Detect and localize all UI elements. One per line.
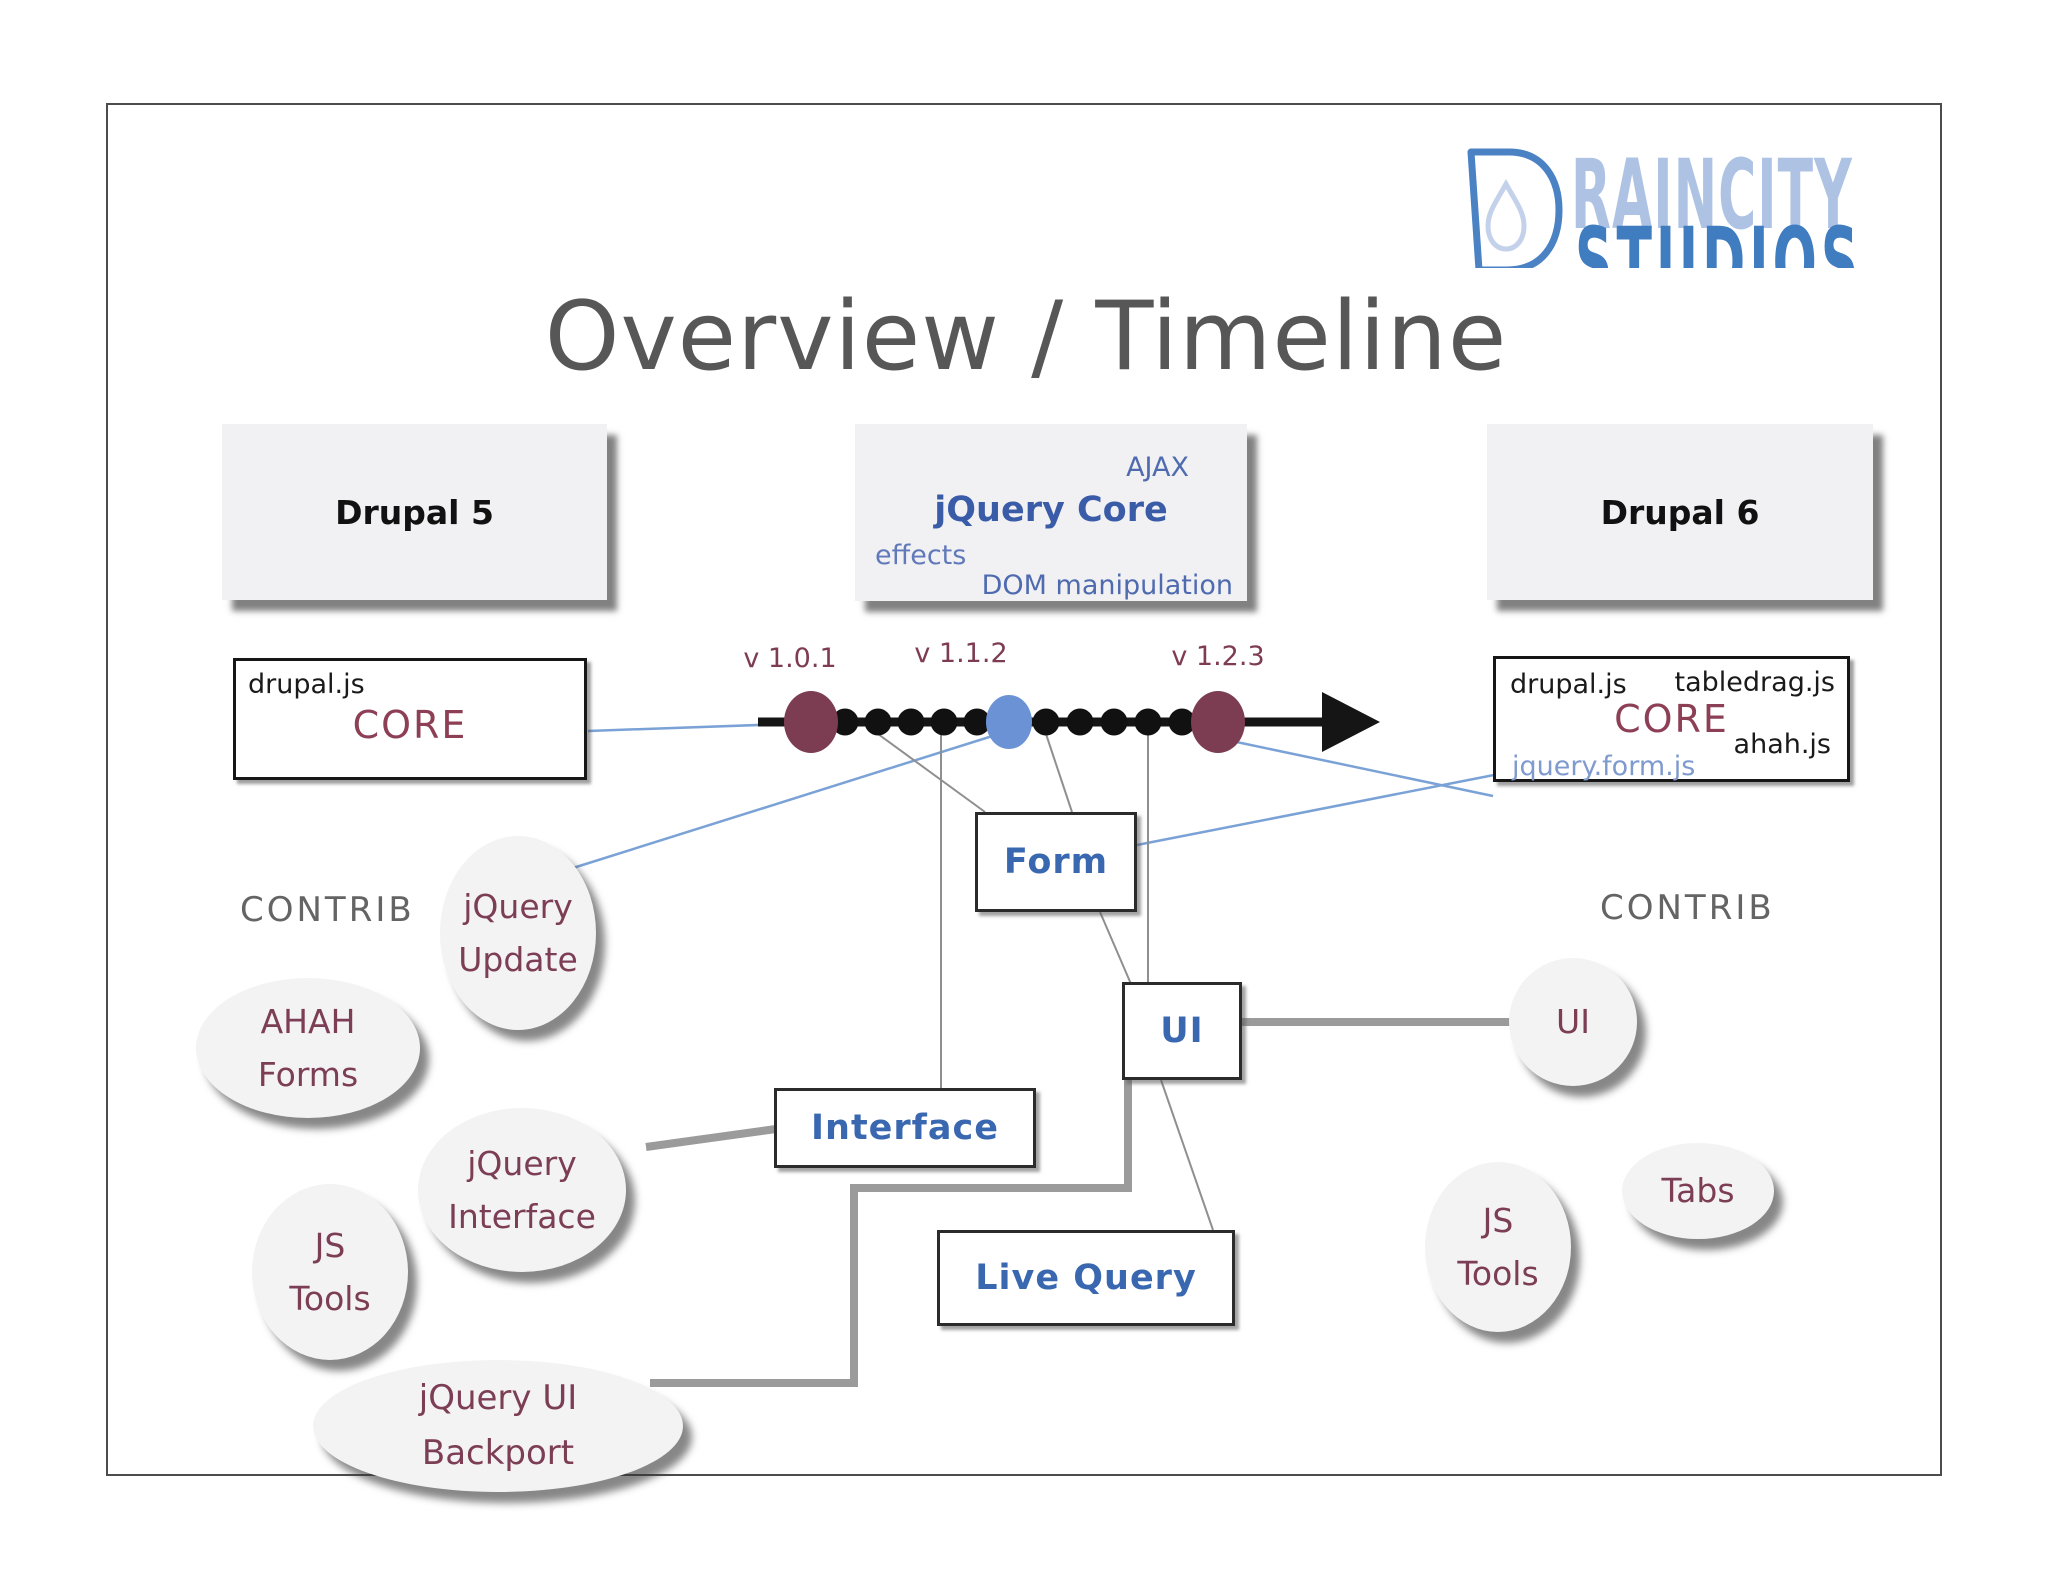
ahah-forms-ellipse: AHAH Forms [196, 978, 420, 1118]
ellipse-label-line: Tools [289, 1279, 371, 1318]
core-right-label: CORE [1614, 697, 1729, 741]
ellipse-label-line: UI [1556, 1002, 1590, 1042]
ellipse-label-line: JS [314, 1225, 346, 1265]
drupal5-label: Drupal 5 [335, 492, 494, 532]
core-left-label: CORE [352, 703, 468, 747]
jquery-ui-backport-ellipse: jQuery UI Backport [313, 1360, 683, 1492]
drupal6-label: Drupal 6 [1600, 492, 1760, 532]
jquery-interface-ellipse: jQuery Interface [418, 1108, 626, 1272]
ellipse-label-line: Interface [448, 1197, 596, 1236]
ellipse-label-line: Tools [1457, 1254, 1539, 1293]
drupal5-box: Drupal 5 [222, 424, 607, 600]
logo-studios-text: STUDIOS [1575, 208, 1862, 268]
logo-raincity-text: RAINCITY [1571, 146, 1853, 252]
raincity-studios-logo: RAINCITY STUDIOS [1443, 146, 1913, 268]
ellipse-label-line: jQuery [463, 886, 573, 926]
core-left-box: drupal.js CORE [233, 658, 587, 780]
core-right-box: drupal.js tabledrag.js CORE ahah.js jque… [1493, 656, 1850, 782]
page-title: Overview / Timeline [544, 282, 1508, 392]
jquery-form-js-label: jquery.form.js [1512, 751, 1696, 782]
version-label-1-2-3: v 1.2.3 [1171, 641, 1265, 672]
ellipse-label-line: AHAH [260, 1001, 356, 1041]
dom-manipulation-label: DOM manipulation [981, 570, 1233, 601]
drupal-js-label: drupal.js [248, 669, 365, 700]
jquery-core-label: jQuery Core [934, 490, 1168, 530]
contrib-label-left: CONTRIB [240, 890, 415, 930]
ajax-label: AJAX [1126, 452, 1189, 483]
js-tools-right-ellipse: JS Tools [1425, 1162, 1571, 1332]
version-label-1-0-1: v 1.0.1 [743, 643, 837, 674]
interface-box: Interface [774, 1088, 1036, 1168]
ellipse-label-line: Backport [421, 1433, 575, 1473]
tabs-ellipse: Tabs [1622, 1143, 1774, 1239]
raindrop-d-icon [1467, 148, 1563, 268]
version-label-1-1-2: v 1.1.2 [914, 638, 1008, 669]
ellipse-label-line: Forms [257, 1055, 359, 1094]
jquery-update-ellipse: jQuery Update [440, 836, 596, 1030]
ellipse-label-line: JS [1482, 1200, 1514, 1240]
ui-box: UI [1122, 982, 1242, 1080]
ellipse-label-line: jQuery UI [418, 1377, 578, 1418]
effects-label: effects [875, 540, 967, 571]
tabledrag-js-label: tabledrag.js [1674, 667, 1835, 698]
ui-right-ellipse: UI [1509, 958, 1637, 1086]
jquery-core-box: AJAX jQuery Core effects DOM manipulatio… [855, 424, 1247, 601]
ellipse-label-line: Update [458, 940, 578, 979]
js-tools-left-ellipse: JS Tools [252, 1184, 408, 1360]
drupal6-box: Drupal 6 [1487, 424, 1873, 600]
ellipse-label-line: Tabs [1661, 1171, 1735, 1211]
contrib-label-right: CONTRIB [1600, 888, 1775, 928]
live-query-box: Live Query [937, 1230, 1235, 1326]
ellipse-label-line: jQuery [467, 1143, 577, 1183]
ahah-js-label: ahah.js [1733, 729, 1831, 760]
drupal-js-label: drupal.js [1510, 669, 1627, 700]
form-box: Form [975, 812, 1137, 912]
